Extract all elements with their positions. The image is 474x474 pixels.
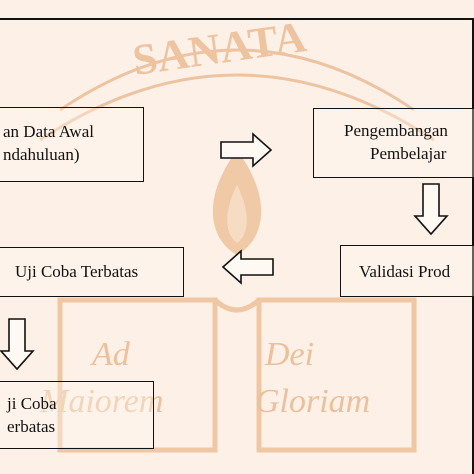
svg-text:Dei: Dei (264, 336, 314, 373)
box-data-awal-line1: an Data Awal (3, 122, 94, 141)
arrow-down-icon (0, 318, 35, 371)
box-data-awal: an Data Awal ndahuluan) (0, 107, 144, 182)
box-validasi-line1: Validasi Prod (359, 262, 451, 281)
arrow-down-icon (413, 183, 449, 236)
box-validasi: Validasi Prod (340, 245, 474, 297)
box-uji-coba-lanjut-line1: ji Coba (7, 394, 57, 413)
frame-right-line (472, 18, 474, 474)
box-pengembangan-line1: Pengembangan (344, 121, 448, 140)
arrow-left-icon (221, 249, 274, 285)
box-uji-coba-terbatas-line1: Uji Coba Terbatas (15, 262, 139, 281)
svg-text:Maiorem: Maiorem (39, 383, 163, 420)
frame-top-line (0, 18, 474, 20)
box-uji-coba-lanjut-line2: erbatas (7, 417, 56, 436)
box-uji-coba-terbatas: Uji Coba Terbatas (0, 247, 184, 297)
svg-text:Gloriam: Gloriam (255, 383, 370, 420)
arrow-right-icon (220, 132, 273, 168)
box-uji-coba-lanjut: ji Coba erbatas (0, 381, 154, 449)
box-pengembangan: Pengembangan Pembelajar (313, 108, 474, 178)
svg-text:Ad: Ad (90, 336, 131, 373)
box-pengembangan-line2: Pembelajar (370, 144, 447, 163)
box-data-awal-line2: ndahuluan) (3, 145, 80, 164)
watermark-letters: SANATA (130, 12, 310, 85)
